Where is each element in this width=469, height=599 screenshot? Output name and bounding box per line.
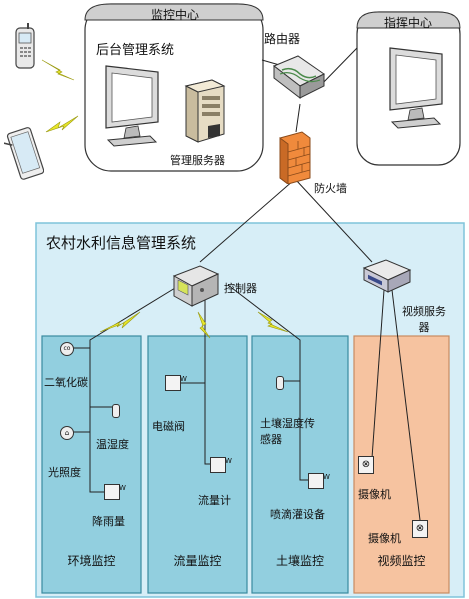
video-panel-title: 视频监控	[377, 554, 426, 568]
system-title: 农村水利信息管理系统	[46, 234, 197, 252]
thermometer-icon	[112, 404, 120, 418]
controller-label: 控制器	[224, 282, 257, 295]
panel-flow	[147, 335, 248, 594]
command-center-header	[356, 11, 461, 29]
video-server-icon	[362, 259, 412, 293]
solenoid-valve-label: 电磁阀	[152, 420, 185, 433]
solenoid-valve-w-icon: W	[180, 375, 187, 383]
soil-sensor-icon	[276, 376, 284, 390]
co2-label: 二氧化碳	[44, 376, 88, 389]
video-server-label: 视频服务器	[402, 305, 446, 334]
command-monitor-icon	[389, 47, 443, 129]
monitor-icon	[105, 65, 159, 147]
management-server-label: 管理服务器	[170, 154, 225, 167]
controller-icon	[172, 265, 220, 307]
rainfall-label: 降雨量	[92, 515, 125, 528]
irrigation-device-label: 喷滴灌设备	[270, 508, 325, 521]
irrigation-w-icon: W	[323, 473, 330, 481]
soil-panel-title: 土壤监控	[275, 554, 324, 568]
light-sensor-icon: ⌂	[60, 426, 74, 440]
flow-meter-label: 流量计	[198, 494, 231, 507]
solenoid-valve-icon	[165, 375, 181, 391]
flow-panel-title: 流量监控	[173, 554, 222, 568]
flow-meter-icon	[210, 457, 226, 473]
soil-sensor-label: 土壤湿度传感器	[260, 417, 315, 446]
monitor-center-title: 监控中心	[150, 8, 199, 22]
firewall-icon	[279, 131, 311, 184]
server-icon	[184, 79, 226, 143]
panel-environment	[41, 335, 142, 594]
command-center-title: 指挥中心	[383, 16, 432, 30]
wireless-bolts	[41, 59, 289, 339]
camera-2-icon: ⊗	[412, 520, 428, 538]
tablet-icon	[4, 127, 44, 180]
router-icon	[273, 55, 325, 100]
firewall-label: 防火墙	[314, 182, 347, 195]
flow-meter-w-icon: W	[225, 457, 232, 465]
light-label: 光照度	[48, 466, 81, 479]
monitor-center-header	[84, 3, 264, 21]
irrigation-device-icon	[308, 473, 324, 489]
environment-panel-title: 环境监控	[67, 554, 116, 568]
rain-gauge-w-icon: W	[119, 484, 126, 492]
rain-gauge-icon	[104, 484, 120, 500]
camera-1-label: 摄像机	[358, 488, 391, 501]
mobile-phone-icon	[15, 23, 35, 69]
co2-sensor-icon: co	[60, 342, 74, 356]
camera-1-icon: ⊗	[358, 456, 374, 474]
temp-humidity-label: 温湿度	[96, 438, 129, 451]
router-label: 路由器	[264, 32, 301, 46]
camera-2-label: 摄像机	[368, 532, 401, 545]
backend-system-label: 后台管理系统	[96, 43, 175, 58]
